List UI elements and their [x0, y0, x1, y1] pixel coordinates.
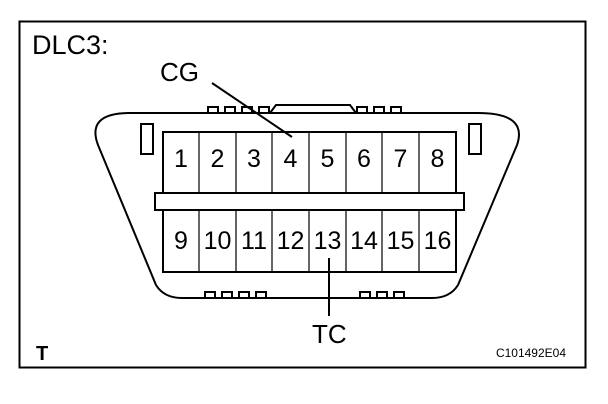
cg-callout-label: CG [160, 57, 199, 87]
pin-5: 5 [321, 145, 335, 173]
bottom-row-pins: 9 10 11 12 13 14 15 16 [174, 227, 451, 255]
bottom-row-separators [198, 210, 420, 272]
right-latch-slot [468, 123, 482, 155]
top-row-separators [198, 132, 420, 193]
pin-8: 8 [431, 145, 445, 173]
center-divider-bar [154, 192, 465, 211]
pin-15: 15 [387, 227, 415, 255]
figure-code: C101492E04 [496, 346, 566, 360]
pin-16: 16 [424, 227, 452, 255]
pin-6: 6 [357, 145, 371, 173]
bottom-key-notches [204, 291, 405, 298]
pin-12: 12 [277, 227, 305, 255]
figure-title: DLC3: [32, 30, 109, 60]
left-latch-slot [140, 123, 154, 155]
pin-13: 13 [314, 227, 342, 255]
pin-11: 11 [241, 227, 267, 255]
pin-10: 10 [204, 227, 232, 255]
pin-2: 2 [211, 145, 225, 173]
pin-9: 9 [174, 227, 188, 255]
pin-7: 7 [394, 145, 408, 173]
pin-1: 1 [174, 145, 188, 173]
pin-14: 14 [350, 227, 378, 255]
top-row-pins: 1 2 3 4 5 6 7 8 [174, 145, 444, 173]
cg-leader-line [211, 82, 293, 138]
corner-mark: T [36, 343, 48, 365]
pin-4: 4 [284, 145, 298, 173]
pin-3: 3 [247, 145, 261, 173]
tc-callout-label: TC [312, 319, 347, 349]
